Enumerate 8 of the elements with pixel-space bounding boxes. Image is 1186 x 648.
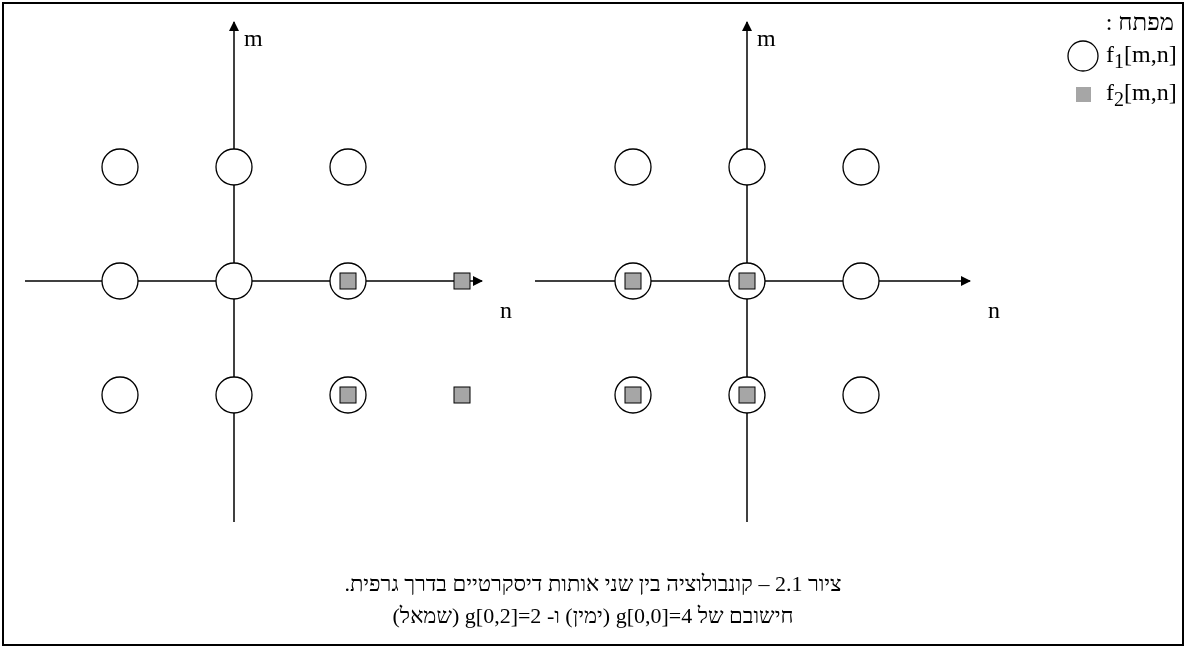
legend-text: f$_{1}$[m,n] xyxy=(1106,42,1177,71)
figure-caption: ציור 2.1 – קונבולוציה בין שני אותות דיסקרטיים בדרך גרפית. חישובם של g[0,0]=4 (ימין) ו- g[0,2]=2 (שמאל) xyxy=(343,570,843,630)
axis-label: n xyxy=(500,298,512,322)
legend-text: f$_{2}$[m,n] xyxy=(1106,80,1177,109)
legend-title: מפתח : xyxy=(1105,10,1174,34)
axis-label: n xyxy=(988,298,1000,322)
axis-label: m xyxy=(244,26,263,50)
axis-label: m xyxy=(757,26,776,50)
